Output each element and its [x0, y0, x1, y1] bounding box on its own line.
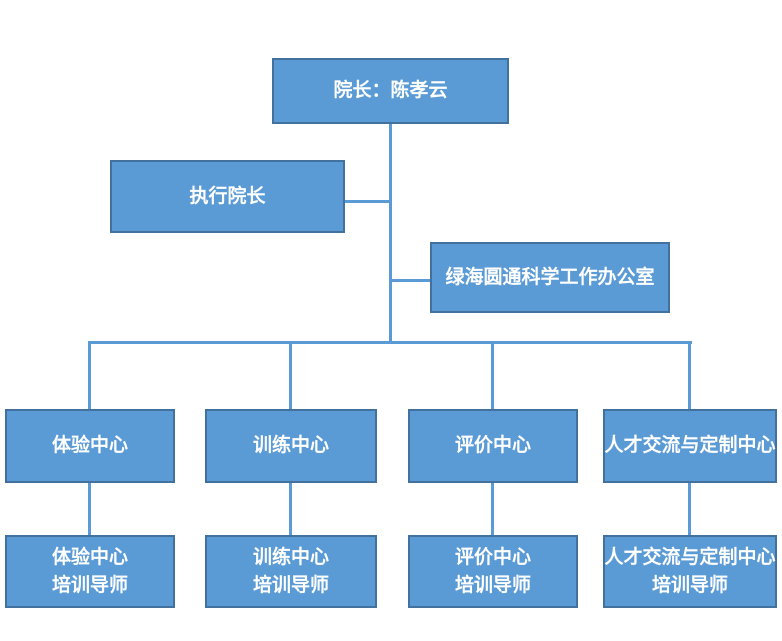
node-center-evaluation-label: 评价中心 [454, 435, 531, 457]
node-mentor-evaluation-line2: 培训导师 [454, 574, 531, 596]
node-office-label: 绿海圆通科学工作办公室 [445, 266, 655, 288]
node-center-training-label: 训练中心 [252, 435, 329, 457]
connector-center-mentor-2 [289, 483, 292, 535]
node-dean-label: 院长：陈孝云 [333, 80, 448, 102]
connector-center-mentor-3 [491, 483, 494, 535]
node-mentor-talent-line1: 人才交流与定制中心 [604, 546, 776, 568]
node-center-training: 训练中心 [205, 409, 377, 483]
node-center-experience: 体验中心 [5, 409, 175, 483]
node-mentor-experience-line1: 体验中心 [51, 546, 128, 568]
node-center-evaluation: 评价中心 [408, 409, 578, 483]
node-mentor-experience-line2: 培训导师 [51, 574, 128, 596]
connector-drop-center-4 [688, 341, 691, 409]
node-mentor-talent: 人才交流与定制中心 培训导师 [603, 535, 777, 608]
node-mentor-training-line2: 培训导师 [252, 574, 329, 596]
node-mentor-training: 训练中心 培训导师 [205, 535, 377, 608]
node-mentor-evaluation-line1: 评价中心 [454, 546, 531, 568]
node-center-talent: 人才交流与定制中心 [603, 409, 777, 483]
node-dean: 院长：陈孝云 [272, 58, 509, 124]
connector-drop-center-1 [88, 341, 91, 409]
connector-center-mentor-1 [88, 483, 91, 535]
connector-office [389, 279, 430, 282]
connector-dean-main-vertical [389, 124, 392, 344]
connector-center-mentor-4 [688, 483, 691, 535]
node-center-talent-label: 人才交流与定制中心 [604, 435, 776, 457]
node-center-experience-label: 体验中心 [51, 435, 128, 457]
connector-drop-center-3 [491, 341, 494, 409]
connector-drop-center-2 [289, 341, 292, 409]
connector-executive-dean [345, 200, 389, 203]
node-executive-dean: 执行院长 [110, 160, 345, 233]
connector-distribution [88, 341, 692, 344]
node-mentor-talent-line2: 培训导师 [651, 574, 728, 596]
node-executive-dean-label: 执行院长 [189, 185, 266, 207]
node-mentor-evaluation: 评价中心 培训导师 [408, 535, 578, 608]
node-mentor-experience: 体验中心 培训导师 [5, 535, 175, 608]
node-office: 绿海圆通科学工作办公室 [430, 242, 670, 313]
node-mentor-training-line1: 训练中心 [252, 546, 329, 568]
